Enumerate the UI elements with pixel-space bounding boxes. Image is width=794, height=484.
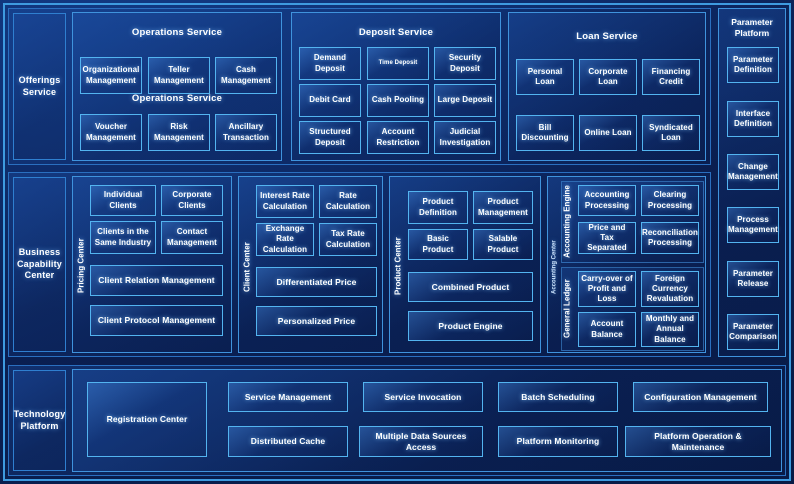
box-debit-card[interactable]: Debit Card: [299, 84, 361, 117]
group-subtitle-operations-service: Operations Service: [131, 93, 223, 104]
box-demand-deposit[interactable]: Demand Deposit: [299, 47, 361, 80]
group-loan-service: Loan Service Personal Loan Corporate Loa…: [508, 12, 706, 161]
box-clearing-processing[interactable]: Clearing Processing: [641, 185, 699, 216]
sidebar-item-parameter-release[interactable]: Parameter Release: [727, 261, 779, 297]
box-accounting-processing[interactable]: Accounting Processing: [578, 185, 636, 216]
box-contact-management[interactable]: Contact Management: [161, 221, 223, 254]
box-risk-management[interactable]: Risk Management: [148, 114, 210, 151]
box-structured-deposit[interactable]: Structured Deposit: [299, 121, 361, 154]
group-product-center: Product Center Product Definition Produc…: [389, 176, 541, 353]
vlabel-accounting-center: Accounting Center: [551, 240, 558, 294]
box-judicial-investigation[interactable]: Judicial Investigation: [434, 121, 496, 154]
box-carry-over-of-profit-and-loss[interactable]: Carry-over of Profit and Loss: [578, 271, 636, 307]
box-service-management[interactable]: Service Management: [228, 382, 348, 412]
box-tax-rate-calculation[interactable]: Tax Rate Calculation: [319, 223, 377, 256]
box-client-protocol-management[interactable]: Client Protocol Management: [90, 305, 223, 336]
stub-technology-platform: Technology Platform: [13, 370, 66, 471]
group-technology-platform: Registration Center Service Management D…: [72, 369, 782, 472]
vlabel-pricing-center: Pricing Center: [76, 238, 86, 294]
box-batch-scheduling[interactable]: Batch Scheduling: [498, 382, 618, 412]
box-price-and-tax-separated[interactable]: Price and Tax Separated: [578, 222, 636, 254]
group-title-loan-service: Loan Service: [576, 31, 638, 42]
sidebar-item-parameter-comparison[interactable]: Parameter Comparison: [727, 314, 779, 350]
box-monthly-and-annual-balance[interactable]: Monthly and Annual Balance: [641, 312, 699, 347]
group-deposit-service: Deposit Service Demand Deposit Time Depo…: [291, 12, 501, 161]
box-large-deposit[interactable]: Large Deposit: [434, 84, 496, 117]
group-title-deposit-service: Deposit Service: [358, 27, 434, 38]
group-pricing-center: Pricing Center Individual Clients Corpor…: [72, 176, 232, 353]
sidebar-item-interface-definition[interactable]: Interface Definition: [727, 101, 779, 137]
box-differentiated-price[interactable]: Differentiated Price: [256, 267, 377, 297]
box-interest-rate-calculation[interactable]: Interest Rate Calculation: [256, 185, 314, 218]
box-multiple-data-sources-access[interactable]: Multiple Data Sources Access: [359, 426, 483, 457]
box-service-invocation[interactable]: Service Invocation: [363, 382, 483, 412]
box-reconciliation-processing[interactable]: Reconciliation Processing: [641, 222, 699, 254]
group-client-center: Client Center Interest Rate Calculation …: [238, 176, 383, 353]
box-syndicated-loan[interactable]: Syndicated Loan: [642, 115, 700, 151]
vlabel-client-center: Client Center: [242, 242, 252, 292]
box-organizational-management[interactable]: Organizational Management: [80, 57, 142, 94]
group-title-operations-service: Operations Service: [131, 27, 223, 38]
box-corporate-clients[interactable]: Corporate Clients: [161, 185, 223, 216]
box-basic-product[interactable]: Basic Product: [408, 229, 468, 260]
box-ancillary-transaction[interactable]: Ancillary Transaction: [215, 114, 277, 151]
box-product-engine[interactable]: Product Engine: [408, 311, 533, 341]
box-voucher-management[interactable]: Voucher Management: [80, 114, 142, 151]
group-operations-service: Operations Service Operations Service Or…: [72, 12, 282, 161]
stub-label: Offerings Service: [18, 74, 61, 97]
box-account-balance[interactable]: Account Balance: [578, 312, 636, 347]
stub-offerings-service: Offerings Service: [13, 13, 66, 160]
box-financing-credit[interactable]: Financing Credit: [642, 59, 700, 95]
box-product-management[interactable]: Product Management: [473, 191, 533, 224]
stub-business-capability-center: Business Capability Center: [13, 177, 66, 352]
box-salable-product[interactable]: Salable Product: [473, 229, 533, 260]
box-cash-pooling[interactable]: Cash Pooling: [367, 84, 429, 117]
box-foreign-currency-revaluation[interactable]: Foreign Currency Revaluation: [641, 271, 699, 307]
box-combined-product[interactable]: Combined Product: [408, 272, 533, 302]
box-exchange-rate-calculation[interactable]: Exchange Rate Calculation: [256, 223, 314, 256]
sidebar-item-parameter-definition[interactable]: Parameter Definition: [727, 47, 779, 83]
box-client-relation-management[interactable]: Client Relation Management: [90, 265, 223, 296]
box-corporate-loan[interactable]: Corporate Loan: [579, 59, 637, 95]
box-individual-clients[interactable]: Individual Clients: [90, 185, 156, 216]
box-personal-loan[interactable]: Personal Loan: [516, 59, 574, 95]
box-online-loan[interactable]: Online Loan: [579, 115, 637, 151]
box-security-deposit[interactable]: Security Deposit: [434, 47, 496, 80]
box-bill-discounting[interactable]: Bill Discounting: [516, 115, 574, 151]
box-platform-operation-and-maintenance[interactable]: Platform Operation & Maintenance: [625, 426, 771, 457]
sidebar-parameter-platform: Parameter Platform Parameter Definition …: [718, 8, 786, 357]
box-platform-monitoring[interactable]: Platform Monitoring: [498, 426, 618, 457]
box-distributed-cache[interactable]: Distributed Cache: [228, 426, 348, 457]
box-registration-center[interactable]: Registration Center: [87, 382, 207, 457]
group-accounting-center: Accounting Center Accounting Engine Gene…: [547, 176, 706, 353]
vlabel-general-ledger: General Ledger: [562, 279, 572, 339]
box-teller-management[interactable]: Teller Management: [148, 57, 210, 94]
box-configuration-management[interactable]: Configuration Management: [633, 382, 768, 412]
sidebar-item-process-management[interactable]: Process Management: [727, 207, 779, 243]
box-clients-in-the-same-industry[interactable]: Clients in the Same Industry: [90, 221, 156, 254]
stub-label: Technology Platform: [13, 408, 66, 431]
box-rate-calculation[interactable]: Rate Calculation: [319, 185, 377, 218]
vlabel-product-center: Product Center: [393, 237, 403, 295]
box-product-definition[interactable]: Product Definition: [408, 191, 468, 224]
box-account-restriction[interactable]: Account Restriction: [367, 121, 429, 154]
vlabel-accounting-engine: Accounting Engine: [562, 185, 572, 259]
sidebar-item-change-management[interactable]: Change Management: [727, 154, 779, 190]
box-time-deposit[interactable]: Time Deposit: [367, 47, 429, 80]
sidebar-title: Parameter Platform: [731, 17, 773, 39]
box-personalized-price[interactable]: Personalized Price: [256, 306, 377, 336]
box-cash-management[interactable]: Cash Management: [215, 57, 277, 94]
stub-label: Business Capability Center: [16, 246, 62, 281]
